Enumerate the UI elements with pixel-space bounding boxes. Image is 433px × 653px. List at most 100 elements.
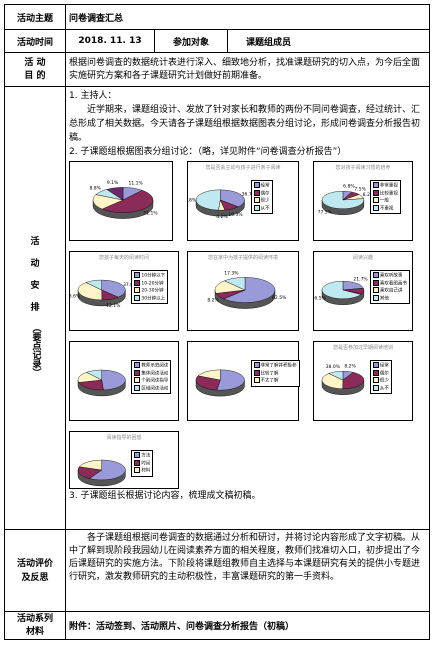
- legend-entry: 很少: [253, 197, 270, 205]
- legend-swatch: [134, 287, 141, 293]
- legend-entry: 教师示范阅读: [134, 362, 168, 370]
- legend-swatch: [134, 369, 141, 376]
- legend-entry: 很少: [372, 377, 389, 385]
- pie-slice-label: 12.1%: [106, 303, 121, 309]
- legend-swatch: [134, 467, 141, 473]
- legend-swatch: [372, 377, 379, 383]
- legend-label: 10分钟以下: [141, 273, 166, 279]
- legend-label: 其他: [379, 296, 389, 301]
- pie-slice-label: 66.5%: [314, 295, 327, 301]
- legend-label: 非常了解并积极参与: [260, 363, 298, 369]
- chart-legend: 10分钟以下 10-20分钟 20-30分钟 30分钟以上: [131, 270, 169, 304]
- pie-slice-label: 77.5%: [318, 209, 333, 215]
- evaluation-label-line2: 及反思: [21, 572, 49, 583]
- step-3-text: 3. 子课题组长根据讨论内容，梳理成文稿初稿。: [69, 491, 261, 501]
- pie-slice: [223, 277, 246, 291]
- pie-slice: [78, 379, 104, 391]
- chart-title: 您是否参加过早期阅读培训: [332, 345, 393, 351]
- legend-label: 喜欢听故事: [379, 273, 403, 279]
- legend-entry: 经常: [253, 182, 270, 190]
- legend-swatch: [134, 362, 141, 368]
- legend-entry: 不太了解: [253, 377, 298, 385]
- pie-chart-4: 您孩子每天的阅读时间37.8%12.1%38.6%10分钟以下10-20分钟20…: [69, 251, 179, 331]
- legend-swatch: [253, 362, 260, 368]
- legend-swatch: [253, 369, 260, 376]
- legend-label: 不太了解: [260, 378, 279, 384]
- legend-swatch: [134, 294, 141, 301]
- legend-label: 很少: [379, 378, 389, 384]
- legend-entry: 从不: [253, 204, 270, 213]
- legend-swatch: [372, 204, 379, 211]
- legend-label: 偶尔: [260, 191, 270, 196]
- pie-slice: [223, 277, 276, 303]
- series-label: 活动系列 材料: [4, 611, 66, 640]
- chart-legend: 教师示范阅读集体阅读活动个别阅读指导区域阅读活动: [131, 360, 172, 394]
- legend-entry: 10-20分钟: [134, 279, 165, 288]
- pie-slice-label: 11.1%: [128, 181, 143, 187]
- step-2-text: 2. 子课题组根据图表分组讨论：（略，详见附件“问卷调查分析报告”）: [69, 147, 347, 157]
- arrangement-label: 活 动 安 排 （要点记录）: [4, 86, 66, 530]
- legend-swatch: [372, 384, 379, 391]
- legend-label: 从不: [260, 206, 270, 211]
- pie-slice-label: 8.2%: [344, 364, 356, 370]
- pie-slice: [197, 369, 221, 381]
- legend-label: 10-20分钟: [141, 281, 164, 286]
- time-value: 2018. 11. 13: [65, 29, 155, 53]
- evaluation-text: 各子课题组根据问卷调查的数据通过分析和研讨，并将讨论内容形成了文字初稿。从中了解…: [64, 529, 431, 612]
- legend-label: 非常重视: [379, 183, 398, 189]
- legend-swatch: [372, 294, 379, 301]
- pie-slice: [92, 194, 124, 210]
- chart-legend: 非常了解并积极参与比较了解不太了解: [250, 360, 300, 387]
- pie-slice-label: 8.2%: [207, 297, 219, 303]
- series-label-line1: 活动系列: [16, 613, 53, 624]
- legend-entry: 非常重视: [372, 182, 398, 190]
- legend-entry: 非常了解并积极参与: [253, 362, 298, 370]
- pie-chart-10: 阅读指导的困惑方法时间材料: [69, 431, 179, 489]
- legend-entry: 20-30分钟: [134, 287, 165, 295]
- pie-svg: 36.7%10.3%4.2%48.8%: [188, 189, 257, 220]
- legend-label: 比较了解: [260, 371, 279, 376]
- pie-slice: [106, 187, 124, 201]
- chart-title: 您是否会主动与孩子进行亲子阅读: [205, 165, 281, 171]
- pie-chart-1: 11.1%51.1%8.8%9.1%: [69, 161, 173, 241]
- pie-slice: [195, 375, 221, 391]
- pie-slice: [77, 282, 103, 301]
- legend-entry: 比较重视: [372, 189, 398, 198]
- pie-slice-label: 7.5%: [354, 186, 366, 192]
- pie-svg: 37.8%12.1%38.6%: [70, 279, 138, 309]
- participants-value: 课题组成员: [226, 29, 431, 53]
- legend-swatch: [372, 362, 379, 368]
- arrangement-char-2: 动: [30, 258, 40, 269]
- pie-slice: [328, 371, 344, 381]
- pie-slice: [220, 189, 245, 208]
- pie-svg: [77, 369, 126, 397]
- activity-record-form: 活动主题 问卷调查汇总 活动时间 2018. 11. 13 参加对象 课题组成员…: [4, 4, 431, 640]
- legend-label: 20-30分钟: [141, 288, 164, 294]
- pie-slice: [342, 372, 365, 389]
- chart-legend: 方法时间材料: [131, 450, 154, 477]
- legend-entry: 区域阅读活动: [134, 384, 168, 393]
- legend-swatch: [134, 377, 141, 383]
- legend-label: 教师示范阅读: [141, 363, 169, 369]
- chart-legend: 经常偶尔很少从不: [250, 180, 273, 214]
- pie-slice: [101, 369, 126, 391]
- pie-svg: [195, 369, 245, 397]
- legend-label: 经常: [260, 183, 270, 189]
- chart-legend: 喜欢听故事喜欢看图画书喜欢自己讲其他: [369, 270, 410, 304]
- legend-entry: 喜欢听故事: [372, 272, 407, 280]
- legend-label: 喜欢自己讲: [379, 288, 403, 294]
- theme-value: 问卷调查汇总: [64, 4, 431, 30]
- legend-label: 喜欢看图画书: [379, 281, 407, 286]
- attachment-text: 附件：活动签到、活动照片、问卷调查分析报告（初稿）: [64, 611, 431, 640]
- chart-title: 阅读指导的困惑: [106, 435, 142, 441]
- legend-label: 30分钟以上: [141, 296, 166, 301]
- legend-entry: 一般: [372, 197, 398, 205]
- pie-svg: [77, 459, 126, 487]
- pie-slice: [195, 189, 221, 211]
- legend-entry: 从不: [372, 384, 389, 393]
- legend-entry: 喜欢看图画书: [372, 279, 407, 288]
- pie-slice-label: 8.8%: [90, 186, 102, 192]
